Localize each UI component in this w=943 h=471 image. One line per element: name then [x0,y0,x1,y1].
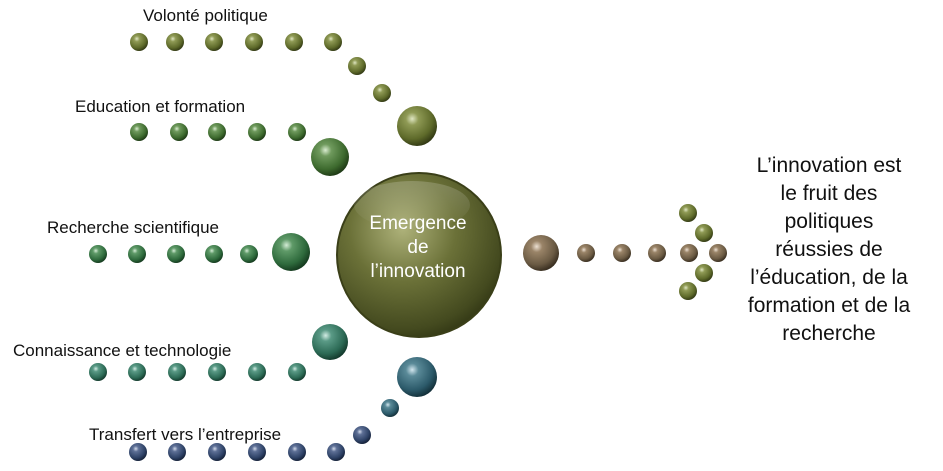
conclusion-line: formation et de la [747,294,911,317]
center-circle [336,172,502,338]
conclusion-line: L’innovation est [756,154,902,177]
arrowhead-dots [679,204,713,300]
row-education-dots [130,123,349,176]
row-volonte-dots [130,33,437,146]
label-volonte-politique: Volonté politique [143,6,268,25]
center-text: Emergence de l’innovation [338,212,498,284]
row-connaissance-dots [89,324,348,381]
conclusion-line: l’éducation, de la [750,266,908,289]
output-arrow-dots [523,235,727,271]
label-transfert-entreprise: Transfert vers l’entreprise [89,425,282,444]
label-connaissance-technologie: Connaissance et technologie [13,341,232,360]
center-line: Emergence [369,213,467,234]
conclusion-line: politiques [784,210,874,233]
conclusion-line: le fruit des [780,182,878,205]
label-education-formation: Education et formation [75,97,246,116]
conclusion-line: réussies de [775,238,883,261]
label-recherche-scientifique: Recherche scientifique [47,218,219,237]
center-line: l’innovation [370,261,466,282]
center-line: de [407,237,429,258]
conclusion-text: L’innovation est le fruit des politiques… [715,152,943,348]
row-recherche-dots [89,233,310,271]
conclusion-line: recherche [782,322,876,345]
row-transfert-dots [129,357,437,461]
